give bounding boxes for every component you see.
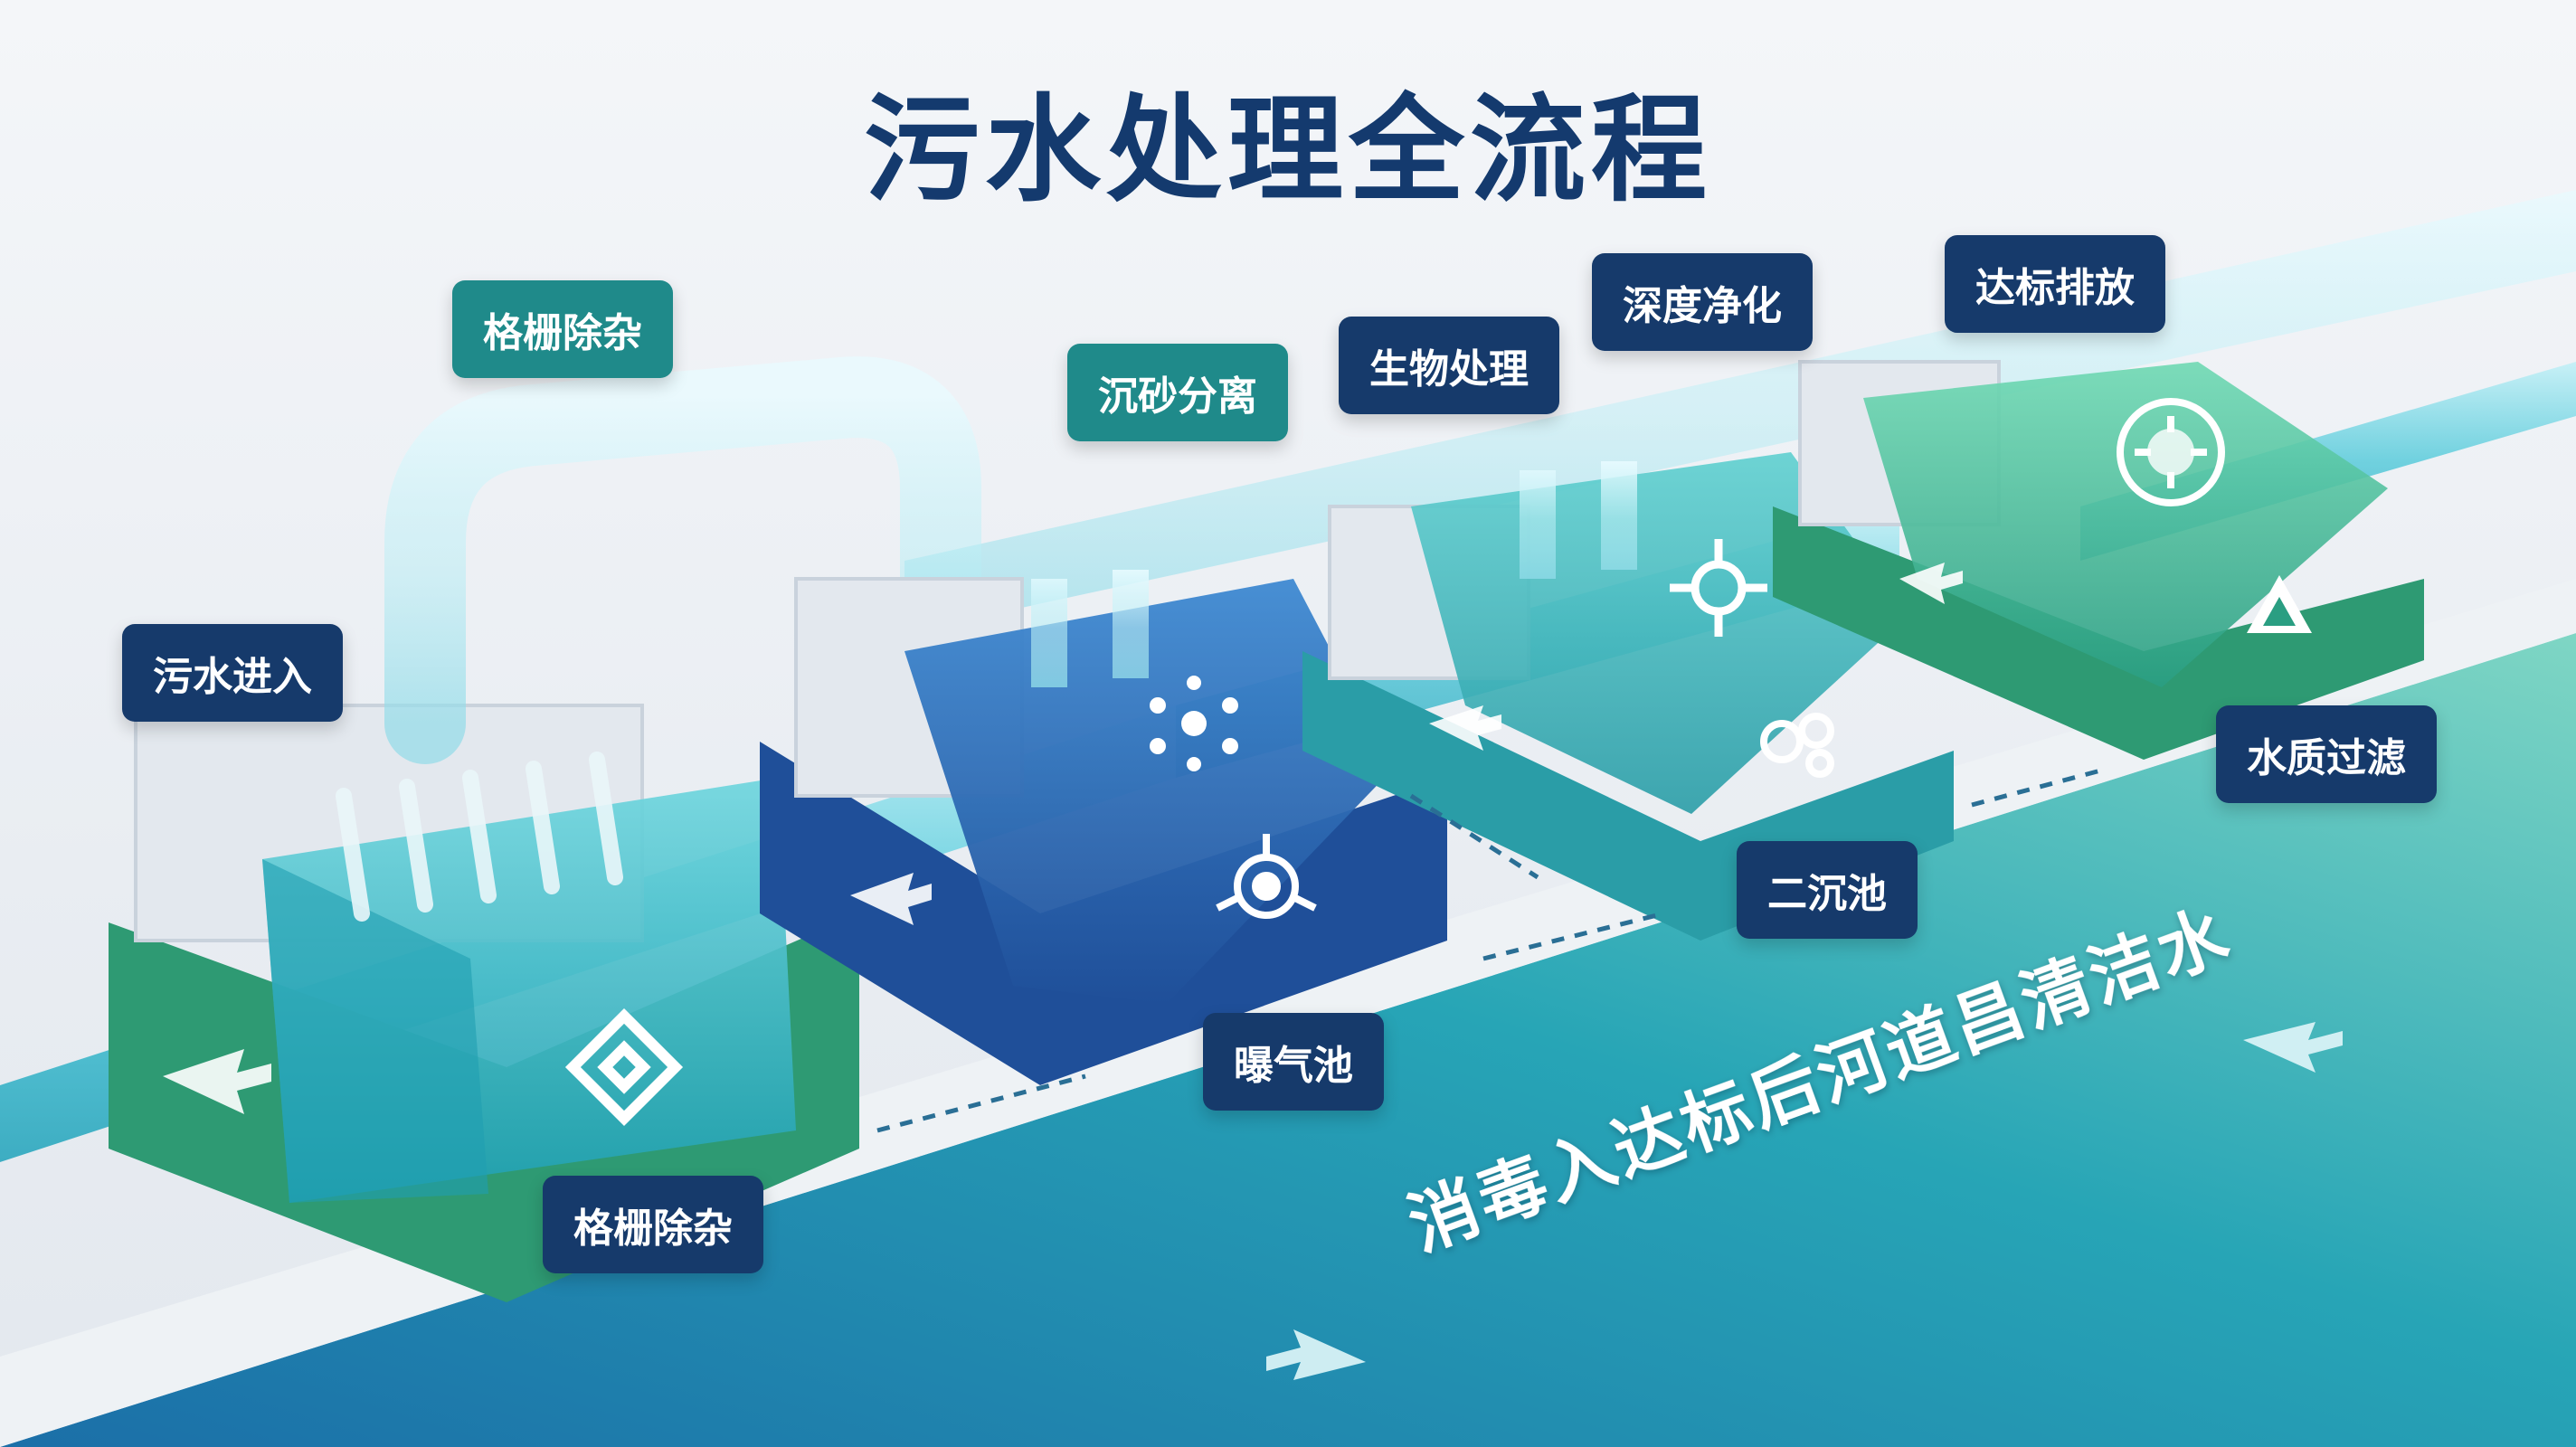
dashed-guides: [876, 766, 2108, 1133]
label-deep: 深度净化: [1592, 253, 1813, 351]
tank4-base: [1773, 506, 2424, 760]
label-screen-top: 格栅除杂: [452, 280, 673, 378]
river-arrows: [1266, 1022, 2343, 1380]
screen-bars: [336, 752, 623, 922]
label-inlet: 污水进入: [122, 624, 343, 722]
secondary-drop-pipes: [1520, 461, 1637, 579]
inlet-elbow-pipe: [384, 356, 981, 764]
bubbles-icon: [1760, 713, 1834, 778]
label-bio: 生物处理: [1339, 317, 1559, 414]
virus-icon: [2117, 398, 2225, 506]
tank2-body: [904, 579, 1393, 1004]
sediment-icon: [1670, 539, 1767, 637]
label-screen-base: 格栅除杂: [543, 1176, 763, 1273]
grid-icon: [564, 1007, 684, 1127]
label-grit: 沉砂分离: [1067, 344, 1288, 441]
label-discharge: 达标排放: [1945, 235, 2165, 333]
aeration-drop-pipes: [1031, 570, 1149, 687]
page-title: 污水处理全流程: [863, 83, 1712, 218]
flow-arrow-icon: [163, 563, 1963, 1114]
label-secondary: 二沉池: [1737, 841, 1918, 939]
microbe-icon: [1216, 834, 1317, 919]
recycle-icon: [2247, 575, 2312, 633]
label-aeration: 曝气池: [1203, 1013, 1384, 1111]
label-filter: 水质过滤: [2216, 705, 2437, 803]
tank1-front: [262, 859, 488, 1203]
tank4-body: [1863, 362, 2388, 687]
particles-icon: [1150, 676, 1238, 771]
